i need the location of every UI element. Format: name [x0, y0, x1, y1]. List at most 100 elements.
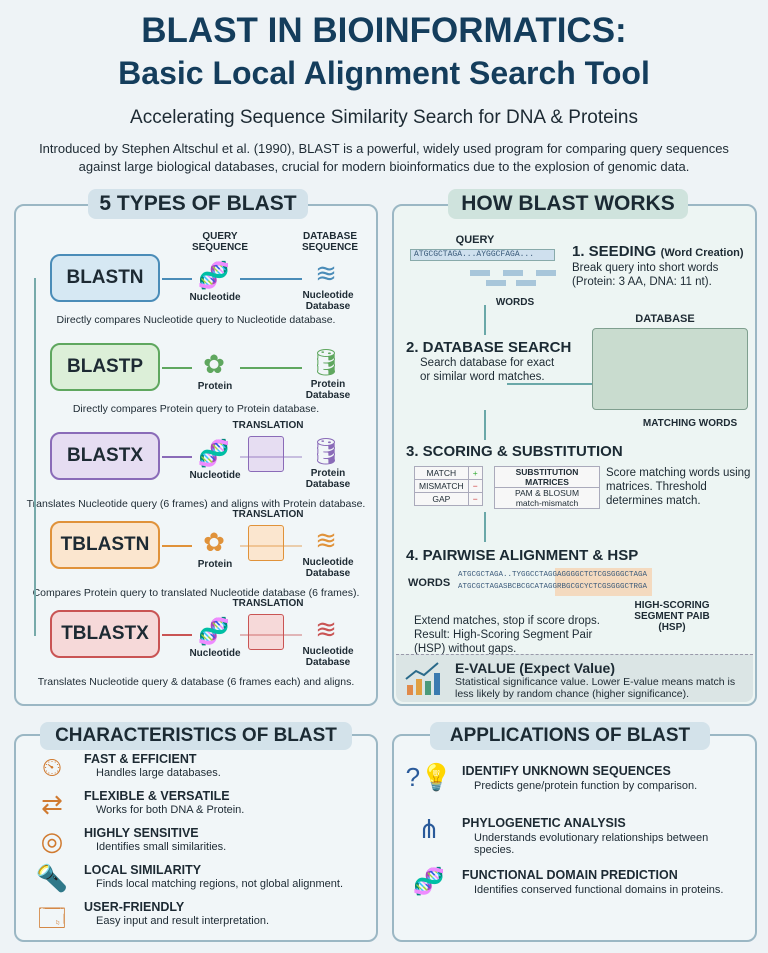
nucleotide-icon: 🧬: [197, 438, 231, 468]
query-type: Protein: [197, 559, 233, 570]
query-type: Nucleotide: [189, 470, 241, 481]
characteristic-text: Works for both DNA & Protein.: [96, 804, 245, 816]
arrow: [240, 456, 302, 458]
characteristic-text: Identifies small similarities.: [96, 841, 227, 853]
application-title: FUNCTIONAL DOMAIN PREDICTION: [462, 868, 678, 882]
works-panel: [392, 204, 757, 706]
question-bulb-icon: ?💡: [405, 762, 453, 792]
chart-growth-icon: [405, 662, 440, 695]
characteristics-title: CHARACTERISTICS OF BLAST: [40, 722, 352, 750]
type-description: Translates Nucleotide query & database (…: [37, 676, 355, 688]
flow-arrow: [484, 305, 486, 335]
characteristic-text: Finds local matching regions, not global…: [96, 878, 344, 890]
alignment-words-label: WORDS: [408, 577, 451, 589]
intro-text: Introduced by Stephen Altschul et al. (1…: [39, 141, 729, 174]
alignment-seq-2: ATGCGCTAGASBCBCGCATAGGRBGCGCYCTCGSGGGCTR…: [458, 583, 648, 591]
alignment-seq-1: ATGCGCTAGA..TYGGCCTAGGAGGGGCTCTCGSGGGCTA…: [458, 571, 648, 579]
type-box-blastx[interactable]: BLASTX: [50, 432, 160, 480]
hsp-label: HIGH-SCORING SEGMENT PAIB (HSP): [634, 600, 710, 633]
evalue-title: E-VALUE (Expect Value): [455, 660, 616, 676]
speedometer-icon: ⏲: [41, 752, 63, 782]
types-title: 5 TYPES OF BLAST: [88, 189, 308, 219]
arrow: [162, 367, 192, 369]
arrows-icon: ⇄: [41, 789, 63, 819]
characteristic-title: HIGHLY SENSITIVE: [84, 826, 199, 840]
database-icon: ≋: [315, 525, 337, 555]
query-label: QUERY: [455, 234, 495, 246]
database-sequence-header: DATABASE SEQUENCE: [301, 231, 359, 253]
arrow: [240, 545, 302, 547]
database-icon: ≋: [315, 614, 337, 644]
target-icon: ◎: [40, 826, 64, 856]
type-box-blastn[interactable]: BLASTN: [50, 254, 160, 302]
applications-title: APPLICATIONS OF BLAST: [430, 722, 710, 750]
flashlight-icon: 🔦: [35, 863, 69, 893]
scoring-table: MATCH+ MISMATCH− GAP−: [414, 466, 483, 506]
database-grid: [592, 328, 748, 410]
type-box-tblastx[interactable]: TBLASTX: [50, 610, 160, 658]
type-box-blastp[interactable]: BLASTP: [50, 343, 160, 391]
step-text: Break query into short words (Protein: 3…: [572, 262, 719, 288]
characteristic-text: Easy input and result interpretation.: [96, 915, 270, 927]
hsp-highlight: [555, 568, 652, 596]
type-description: Compares Protein query to translated Nuc…: [32, 587, 360, 599]
step-alignment-text: Extend matches, stop if score drops. Res…: [414, 615, 601, 655]
nucleotide-icon: 🧬: [197, 260, 231, 290]
characteristic-title: FLEXIBLE & VERSATILE: [84, 789, 230, 803]
database-type: Protein Database: [305, 379, 351, 401]
protein-icon: ✿: [203, 349, 225, 379]
translation-label: TRANSLATION: [232, 509, 304, 520]
evalue-box: [396, 654, 753, 702]
protein-icon: ✿: [203, 527, 225, 557]
connector-line: [34, 278, 36, 636]
step-scoring-text: Score matching words using matrices. Thr…: [606, 467, 751, 507]
arrow: [240, 367, 302, 369]
step-title: 1. SEEDING: [572, 243, 657, 260]
application-text: Predicts gene/protein function by compar…: [474, 780, 698, 792]
database-label: DATABASE: [635, 313, 695, 325]
title-line-1: BLAST IN BIOINFORMATICS:: [141, 11, 627, 50]
arrow: [162, 545, 192, 547]
characteristic-text: Handles large databases.: [96, 767, 221, 779]
type-description: Translates Nucleotide query (6 frames) a…: [26, 498, 366, 510]
characteristic-title: FAST & EFFICIENT: [84, 752, 197, 766]
matching-words-label: MATCHING WORDS: [642, 418, 738, 429]
arrow: [162, 278, 192, 280]
database-type: Nucleotide Database: [302, 290, 354, 312]
nucleotide-icon: 🧬: [197, 616, 231, 646]
step-title: 2. DATABASE SEARCH: [406, 339, 572, 356]
translation-label: TRANSLATION: [232, 598, 304, 609]
step-seeding: 1. SEEDING (Word Creation)Break query in…: [572, 243, 752, 289]
step-alignment-title: 4. PAIRWISE ALIGNMENT & HSP: [406, 547, 639, 564]
protein-domain-icon: 🧬: [412, 866, 446, 896]
characteristic-title: USER-FRIENDLY: [84, 900, 185, 914]
database-type: Protein Database: [305, 468, 351, 490]
works-title: HOW BLAST WORKS: [448, 189, 688, 219]
application-text: Identifies conserved functional domains …: [474, 884, 724, 896]
arrow: [162, 634, 192, 636]
step-scoring-title: 3. SCORING & SUBSTITUTION: [406, 443, 623, 460]
type-description: Directly compares Protein query to Prote…: [72, 403, 320, 415]
tree-icon: ⋔: [418, 814, 440, 844]
applications-panel: [392, 734, 757, 942]
arrow: [240, 634, 302, 636]
arrow: [162, 456, 192, 458]
arrow: [240, 278, 302, 280]
application-title: PHYLOGENETIC ANALYSIS: [462, 816, 626, 830]
database-icon: 🛢: [309, 436, 343, 466]
query-sequence-header: QUERY SEQUENCE: [191, 231, 249, 253]
application-text: Understands evolutionary relationships b…: [474, 832, 709, 856]
query-sequence: ATGCGCTAGA...AYGGCFAGA...: [410, 249, 555, 261]
database-icon: ≋: [315, 258, 337, 288]
flow-arrow-to-db: [507, 383, 592, 385]
translation-grid-icon: [248, 436, 284, 472]
query-type: Nucleotide: [189, 648, 241, 659]
evalue-text: Statistical significance value. Lower E-…: [455, 676, 736, 700]
type-box-tblastn[interactable]: TBLASTN: [50, 521, 160, 569]
database-type: Nucleotide Database: [302, 646, 354, 668]
subtitle: Accelerating Sequence Similarity Search …: [130, 107, 638, 128]
query-type: Protein: [197, 381, 233, 392]
step-text: Search database for exact or similar wor…: [420, 357, 555, 383]
browser-window-icon: 🗔: [37, 903, 67, 933]
